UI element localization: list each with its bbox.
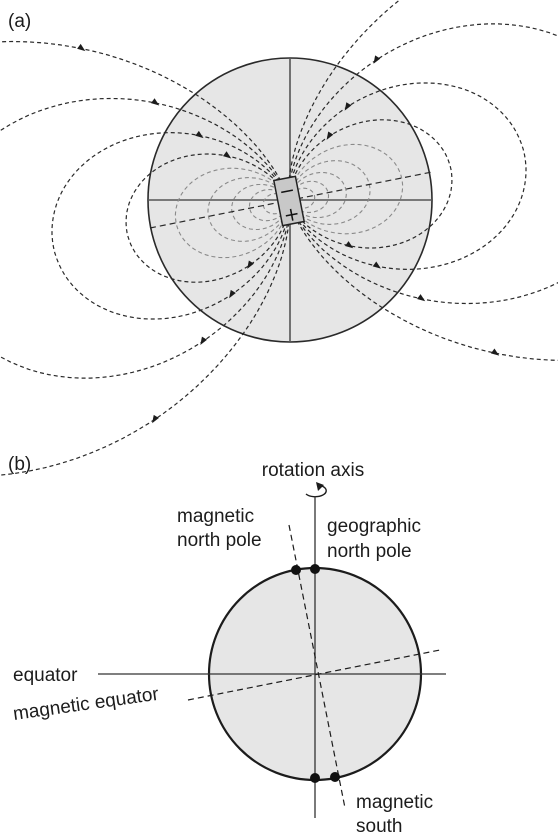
field-arrow-icon (152, 414, 159, 424)
field-line (174, 167, 290, 259)
field-arrow-icon (77, 43, 86, 52)
geographic-south-pole-dot (310, 773, 320, 783)
panel-a: (a) − + (0, 0, 558, 476)
magnet-plus-sign: + (282, 202, 302, 227)
panel-b-label: (b) (8, 454, 31, 475)
field-arrow-icon (344, 102, 352, 111)
rotation-arrowhead-icon (316, 482, 324, 491)
panel-b: (b) rotation axis magnetic north pole ge… (8, 454, 446, 836)
field-arrow-icon (372, 261, 381, 269)
field-arrow-icon (326, 131, 334, 140)
field-line (125, 153, 290, 283)
field-arrow-icon (223, 151, 232, 159)
field-line (207, 177, 290, 242)
rotation-axis-label: rotation axis (262, 460, 364, 481)
rotation-arrow-icon (305, 485, 327, 498)
field-arrow-icon (195, 130, 204, 139)
magnetic-equator-line-b (187, 649, 441, 701)
field-arrow-icon (229, 289, 236, 299)
field-line (51, 131, 290, 320)
field-line (287, 0, 558, 361)
magnetic-north-pole-label-line2: north pole (177, 530, 262, 551)
magnetic-south-label-line1: magnetic (356, 792, 433, 813)
geographic-north-pole-dot (310, 564, 320, 574)
field-arrow-icon (151, 98, 160, 106)
field-arrow-icon (345, 241, 354, 249)
bar-magnet-body (272, 175, 306, 227)
magnet-minus-sign: − (277, 179, 297, 204)
geographic-north-pole-label-line1: geographic (327, 516, 421, 537)
field-line (288, 23, 558, 305)
field-arrow-icon (490, 348, 500, 356)
field-arrow-icon (417, 294, 426, 302)
field-line (288, 160, 371, 225)
field-line (0, 97, 290, 379)
field-arrow-icon (247, 260, 254, 269)
magnetic-axis-line-b (288, 524, 346, 809)
magnetic-north-pole-dot (291, 565, 301, 575)
magnetic-north-pole-label-line1: magnetic (177, 506, 254, 527)
bar-magnet: − + (272, 175, 306, 227)
field-arrow-icon (373, 55, 381, 64)
field-line (288, 143, 404, 235)
field-arrow-icon (200, 336, 208, 346)
field-line (288, 82, 527, 271)
panel-a-label: (a) (8, 11, 31, 32)
magnetic-equator-label: magnetic equator (12, 684, 161, 725)
magnetic-south-label-line2: south (356, 816, 402, 836)
geographic-north-pole-label-line2: north pole (327, 541, 412, 562)
field-line (0, 40, 291, 476)
equator-label: equator (13, 665, 78, 686)
magnetic-south-pole-dot (330, 772, 340, 782)
field-line (288, 119, 453, 249)
